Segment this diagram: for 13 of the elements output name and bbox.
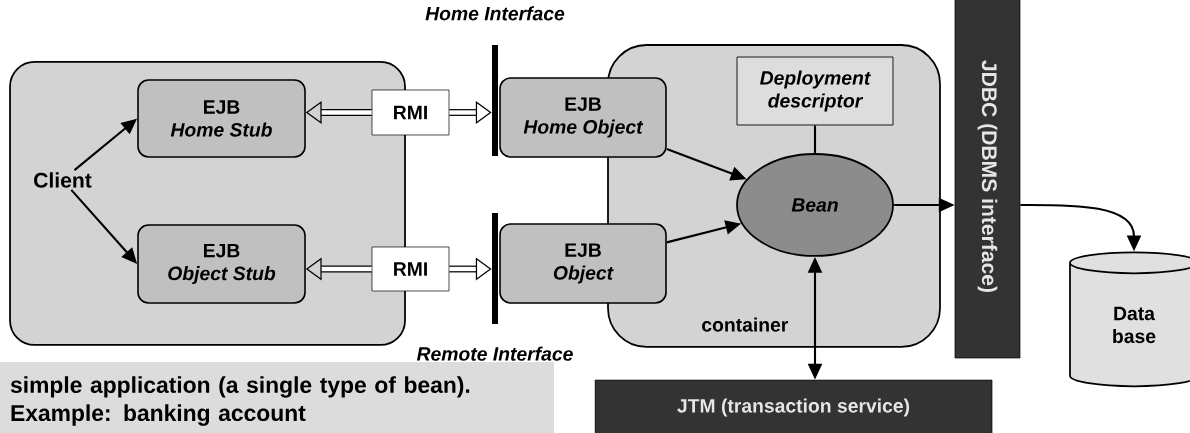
connector-line (813, 125, 817, 154)
rmi-box: RMI (371, 89, 450, 136)
object-box: EJB Home Object (499, 77, 667, 158)
rmi-box: RMI (371, 246, 450, 292)
stub-box: EJB Object Stub (137, 224, 306, 304)
note-box: simple application (a single type of bean). Example: banking account (0, 362, 554, 433)
descriptor-box: Deployment descriptor (736, 56, 894, 126)
client-label: Client (34, 172, 92, 188)
service-bar: JTM (transaction service) (594, 379, 993, 433)
database-cylinder: Data base (1069, 251, 1190, 388)
object-box: EJB Object (499, 223, 667, 304)
stub-box: EJB Home Stub (137, 79, 306, 158)
interface-bar: JDBC (DBMS interface) (954, 0, 1021, 359)
